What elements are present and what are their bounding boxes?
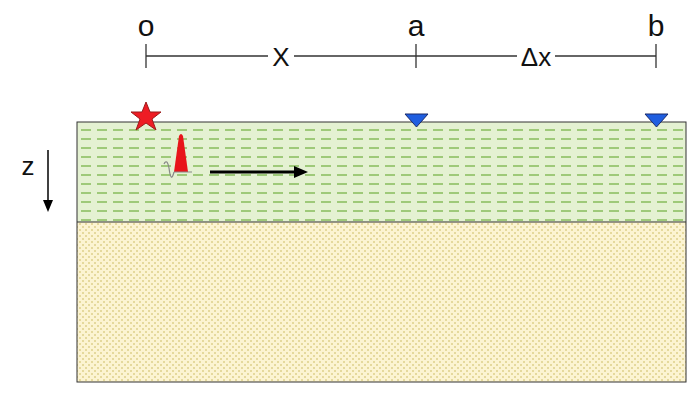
point-label: a: [404, 11, 429, 41]
propagation-arrow: [210, 171, 296, 174]
point-label: b: [644, 11, 669, 41]
lower-layer: [77, 222, 686, 382]
depth-arrowhead: [43, 200, 53, 212]
receiver-triangle: [405, 114, 428, 127]
wavelet-baseline: [174, 172, 192, 173]
distance-label: X: [268, 44, 293, 70]
wavelet-peak: [174, 134, 188, 172]
point-label: o: [134, 11, 159, 41]
depth-arrow: [47, 150, 49, 202]
source-star: [131, 102, 161, 130]
axis-label: z: [18, 153, 39, 179]
propagation-arrowhead: [294, 166, 308, 178]
receiver-triangle: [645, 114, 668, 127]
layer-interface: [77, 221, 686, 222]
model-border: [77, 122, 686, 382]
dimension-lines: [146, 44, 656, 68]
wavelet-trough: [164, 162, 174, 177]
upper-layer: [77, 122, 686, 222]
distance-label: Δx: [517, 44, 555, 70]
